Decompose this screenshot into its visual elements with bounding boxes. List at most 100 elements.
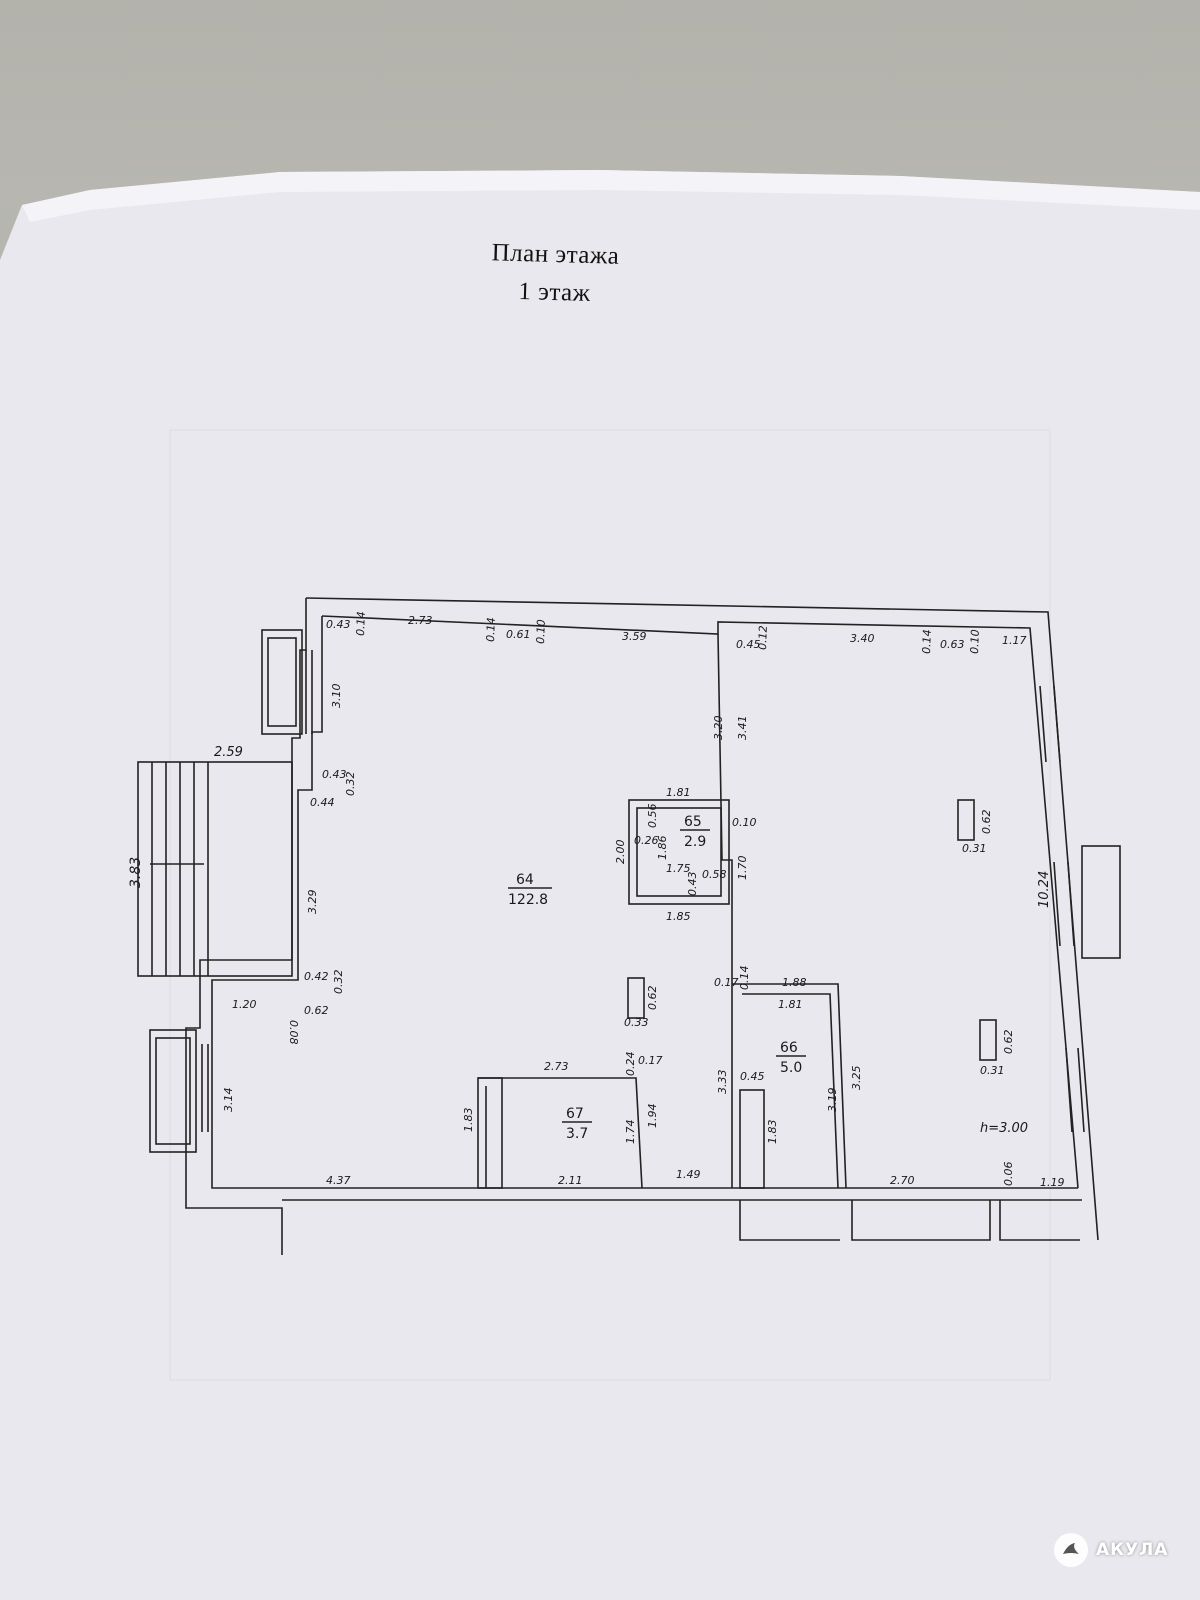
dim-center-4: 1.70 <box>736 856 749 881</box>
dim-room65-2: 0.56 <box>646 804 659 829</box>
dim-top-right-4: 0.14 <box>920 629 934 654</box>
dim-right-1: 10.24 <box>1037 871 1052 908</box>
room-66-area: 5.0 <box>780 1060 802 1076</box>
dim-top-left-7: 3.59 <box>622 630 647 643</box>
dim-center-2: 3.41 <box>736 716 749 741</box>
dim-left-13: 3.14 <box>222 1088 235 1113</box>
dim-column-2-h: 0.62 <box>646 986 659 1011</box>
balcony-bottom-left-inner <box>155 1037 191 1145</box>
window-right-2 <box>1053 861 1061 947</box>
dim-top-left-1: 0.43 <box>326 618 351 631</box>
dim-center-1: 3.20 <box>712 716 725 741</box>
plan-walls <box>137 597 1121 1255</box>
dim-room66-9: 3.25 <box>850 1066 863 1091</box>
adjacent-wall-2 <box>851 1200 991 1241</box>
window-right-3 <box>1065 1047 1073 1133</box>
room-65-number: 65 <box>684 814 702 830</box>
dim-room65-8: 0.43 <box>686 872 699 897</box>
watermark-text: АКУЛА <box>1096 1540 1169 1560</box>
dim-top-right-6: 0.10 <box>968 629 982 654</box>
dim-top-right-3: 3.40 <box>850 632 875 645</box>
dim-bottom-2: 2.11 <box>558 1174 583 1187</box>
window-right-1 <box>1039 685 1047 763</box>
dim-left-9: 0.32 <box>332 970 345 995</box>
dim-bottom-3: 1.49 <box>676 1168 701 1181</box>
dim-top-right-1: 0.45 <box>736 638 761 651</box>
dim-top-left-5: 0.61 <box>506 628 531 641</box>
dim-room66-1: 0.17 <box>714 976 739 989</box>
column-1 <box>957 799 975 841</box>
dim-top-right-7: 1.17 <box>1002 634 1027 647</box>
dim-top-right-2: 0.12 <box>756 625 770 650</box>
dim-left-4: 0.43 <box>322 768 347 781</box>
room-66-walls <box>732 983 847 1189</box>
dim-left-5: 0.32 <box>344 772 357 797</box>
dim-room65-6: 1.75 <box>666 862 691 875</box>
watermark: АКУЛА <box>1054 1530 1168 1570</box>
shark-logo-icon <box>1054 1533 1088 1567</box>
balcony-right <box>1081 845 1121 959</box>
window-right-2b <box>1067 861 1075 947</box>
dim-left-11: 0.08 <box>287 1020 300 1045</box>
dim-top-left-4: 0.14 <box>484 617 498 642</box>
dim-room67-1: 2.73 <box>544 1060 569 1073</box>
balcony-top-left <box>261 629 303 735</box>
dim-room66-8: 3.19 <box>826 1088 839 1113</box>
outer-wall-top-right <box>305 597 1099 1241</box>
dim-room65-3: 0.26 <box>634 834 659 847</box>
dim-left-10: 1.20 <box>232 998 257 1011</box>
balcony-top-left-inner <box>267 637 297 727</box>
adjacent-wall-3 <box>999 1200 1080 1241</box>
dim-room65-7: 0.58 <box>702 868 727 881</box>
dim-room65-9: 1.85 <box>666 910 691 923</box>
dim-left-6: 0.44 <box>310 796 335 809</box>
dim-top-right-5: 0.63 <box>940 638 965 651</box>
dim-room66-3: 1.88 <box>782 976 807 989</box>
dim-center-3: 0.10 <box>732 816 757 829</box>
dim-room66-6: 0.45 <box>740 1070 765 1083</box>
adjacent-wall-1 <box>739 1200 840 1241</box>
dim-left-1: 3.10 <box>330 684 343 709</box>
dim-bottom-6: 1.19 <box>1040 1176 1065 1189</box>
dim-room65-5: 1.86 <box>656 836 669 861</box>
room-67-niche <box>477 1077 503 1189</box>
room-67-number: 67 <box>566 1106 584 1122</box>
dim-room65-1: 1.81 <box>666 786 691 799</box>
dim-left-7: 3.29 <box>306 890 319 915</box>
column-3 <box>979 1019 997 1061</box>
dim-bottom-5: 0.06 <box>1002 1162 1015 1187</box>
dim-room67-4: 1.83 <box>462 1108 475 1133</box>
room-66-inner <box>742 993 839 1189</box>
column-2 <box>627 977 645 1019</box>
inner-wall-left-bottom <box>211 616 1078 1189</box>
dim-room67-5: 1.74 <box>624 1120 637 1145</box>
window-right-1b <box>1053 685 1061 763</box>
dim-room66-7: 1.83 <box>766 1120 779 1145</box>
room-64-area: 122.8 <box>508 892 548 908</box>
dim-room66-5: 3.33 <box>716 1070 729 1095</box>
central-partition <box>717 633 733 1188</box>
dim-top-left-6: 0.10 <box>534 619 548 644</box>
room-65-walls <box>628 799 730 905</box>
dim-column-1-h: 0.62 <box>980 810 993 835</box>
room-65-area: 2.9 <box>684 834 706 850</box>
dim-top-left-2: 0.14 <box>354 611 368 636</box>
window-right-3b <box>1077 1047 1085 1133</box>
dim-column-3-h: 0.62 <box>1002 1030 1015 1055</box>
dim-left-12: 0.62 <box>304 1004 329 1017</box>
ceiling-height-note: h=3.00 <box>980 1121 1028 1136</box>
dim-room67-6: 1.94 <box>646 1104 659 1129</box>
dim-top-left-3: 2.73 <box>408 614 433 627</box>
dim-column-1-w: 0.31 <box>962 842 987 855</box>
dim-column-3-w: 0.31 <box>980 1064 1005 1077</box>
dim-left-8: 0.42 <box>304 970 329 983</box>
dim-left-3: 3.83 <box>128 857 144 888</box>
balcony-bottom-left <box>149 1029 197 1153</box>
dim-room66-4: 1.81 <box>778 998 803 1011</box>
dim-column-2-w: 0.33 <box>624 1016 649 1029</box>
dim-room67-3: 0.17 <box>638 1054 663 1067</box>
dim-bottom-4: 2.70 <box>890 1174 915 1187</box>
dim-left-2: 2.59 <box>214 745 243 760</box>
